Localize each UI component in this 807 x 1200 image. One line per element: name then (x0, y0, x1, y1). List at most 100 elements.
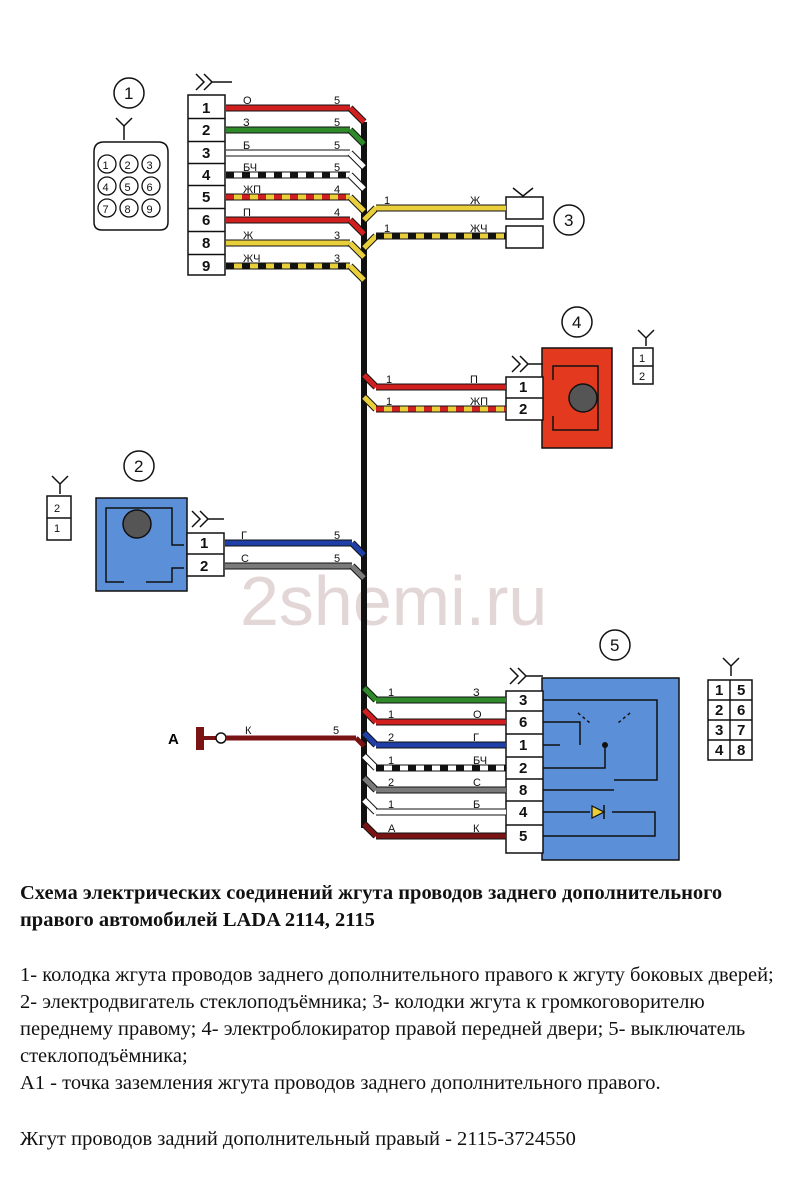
c1-socket-8 (119, 198, 139, 218)
c1-pin-5: 5 (202, 189, 210, 206)
c1-trunk-label-8: 3 (334, 230, 340, 242)
c1-socket-label-1: 1 (103, 160, 109, 172)
c1-trunk-label-1: 5 (334, 95, 340, 107)
c5-wire-color-4: Б (473, 799, 480, 811)
c1-wire-color-3: Б (243, 140, 250, 152)
c1-socket-7 (97, 198, 117, 218)
indicator-led-icon (591, 805, 606, 819)
c2-wire-color-2: С (241, 553, 249, 565)
c5-pin-1: 1 (519, 737, 527, 754)
component-5-number: 5 (610, 636, 619, 655)
component-5-pin-block (505, 690, 544, 854)
c1-pin-4: 4 (202, 167, 211, 184)
c1-wire-color-1: О (243, 95, 252, 107)
c5-pin-6: 6 (519, 714, 527, 731)
c2-trunk-label-1: 5 (334, 530, 340, 542)
component-1-marker (113, 77, 145, 109)
harness-part-number: Жгут проводов задний дополнительный прав… (20, 1128, 576, 1150)
ground-point-a: А К 5 (168, 725, 366, 750)
component-1-number: 1 (124, 84, 133, 103)
c1-trunk-label-3: 5 (334, 140, 340, 152)
c1-socket-1 (97, 154, 117, 174)
c5-socket-label-6: 6 (737, 702, 745, 719)
c1-trunk-label-2: 5 (334, 117, 340, 129)
c5-trunk-label-6: 1 (388, 709, 394, 721)
c1-wire-color-9: ЖЧ (243, 253, 261, 265)
c5-pin-4: 4 (519, 804, 528, 821)
c1-wire-color-4: БЧ (243, 162, 257, 174)
c1-socket-label-3: 3 (147, 160, 153, 172)
c5-wire-color-6: О (473, 709, 482, 721)
c5-wire-color-2: БЧ (473, 755, 487, 767)
c3-wire-color-2: ЖЧ (470, 223, 488, 235)
c1-wire-color-5: ЖП (243, 184, 261, 196)
c5-socket-label-3: 3 (715, 722, 723, 739)
c5-socket-label-1: 1 (715, 682, 723, 699)
c1-socket-label-8: 8 (125, 204, 131, 216)
c5-trunk-label-2: 1 (388, 755, 394, 767)
component-3-connector-b (505, 225, 544, 249)
c5-pin-2: 2 (519, 760, 527, 777)
c5-socket-label-4: 4 (715, 742, 724, 759)
c4-wire-color-1: П (470, 374, 478, 386)
c5-pin-8: 8 (519, 782, 527, 799)
c4-socket-label-2: 2 (639, 371, 645, 383)
caption-description: 1- колодка жгута проводов заднего дополн… (20, 964, 774, 1094)
c5-trunk-label-1: 2 (388, 732, 394, 744)
ground-wire-color: К (245, 725, 252, 737)
caption: Схема электрических соединений жгута про… (20, 880, 790, 1153)
c1-socket-label-4: 4 (103, 182, 109, 194)
c1-trunk-label-9: 3 (334, 253, 340, 265)
c1-socket-label-2: 2 (125, 160, 131, 172)
c5-wire-color-1: Г (473, 732, 479, 744)
c1-socket-label-7: 7 (103, 204, 109, 216)
component-5-marker (599, 629, 631, 661)
c1-socket-label-6: 6 (147, 182, 153, 194)
c5-wire-color-5: К (473, 823, 480, 835)
component-3-marker (553, 204, 585, 236)
c2-wire-color-1: Г (241, 530, 247, 542)
c1-pin-3: 3 (202, 145, 210, 162)
c1-socket-4 (97, 176, 117, 196)
c1-socket-label-5: 5 (125, 182, 131, 194)
c5-trunk-label-5: А (388, 823, 396, 835)
c5-trunk-label-4: 1 (388, 799, 394, 811)
c5-socket-label-8: 8 (737, 742, 745, 759)
component-4-marker (561, 306, 593, 338)
ground-terminal (196, 727, 204, 750)
component-4-number: 4 (572, 313, 581, 332)
c1-trunk-label-4: 5 (334, 162, 340, 174)
c2-pin-2: 2 (200, 558, 208, 575)
c4-socket-label-1: 1 (639, 353, 645, 365)
ground-trunk-label: 5 (333, 725, 339, 737)
c1-pin-9: 9 (202, 258, 210, 275)
c1-socket-3 (141, 154, 161, 174)
component-2-number: 2 (134, 457, 143, 476)
c5-socket-label-2: 2 (715, 702, 723, 719)
component-2-motor-icon (122, 509, 152, 539)
c1-pin-8: 8 (202, 235, 210, 252)
c1-wire-color-8: Ж (243, 230, 253, 242)
c4-trunk-label-2: 1 (386, 396, 392, 408)
c4-pin-2: 2 (519, 401, 527, 418)
ground-label: А (168, 731, 179, 748)
c1-socket-9 (141, 198, 161, 218)
component-3-number: 3 (564, 211, 573, 230)
c2-socket-label-2: 2 (54, 503, 60, 515)
c5-trunk-label-3: 1 (388, 687, 394, 699)
c3-trunk-label-1: 1 (384, 195, 390, 207)
c1-wire-color-2: З (243, 117, 250, 129)
c5-trunk-label-8: 2 (388, 777, 394, 789)
component-5-switch-body (541, 677, 680, 861)
c2-trunk-label-2: 5 (334, 553, 340, 565)
component-3-connector-a (505, 196, 544, 220)
c2-pin-1: 1 (200, 535, 208, 552)
c1-socket-6 (141, 176, 161, 196)
c1-pin-1: 1 (202, 100, 210, 117)
c4-pin-1: 1 (519, 379, 527, 396)
